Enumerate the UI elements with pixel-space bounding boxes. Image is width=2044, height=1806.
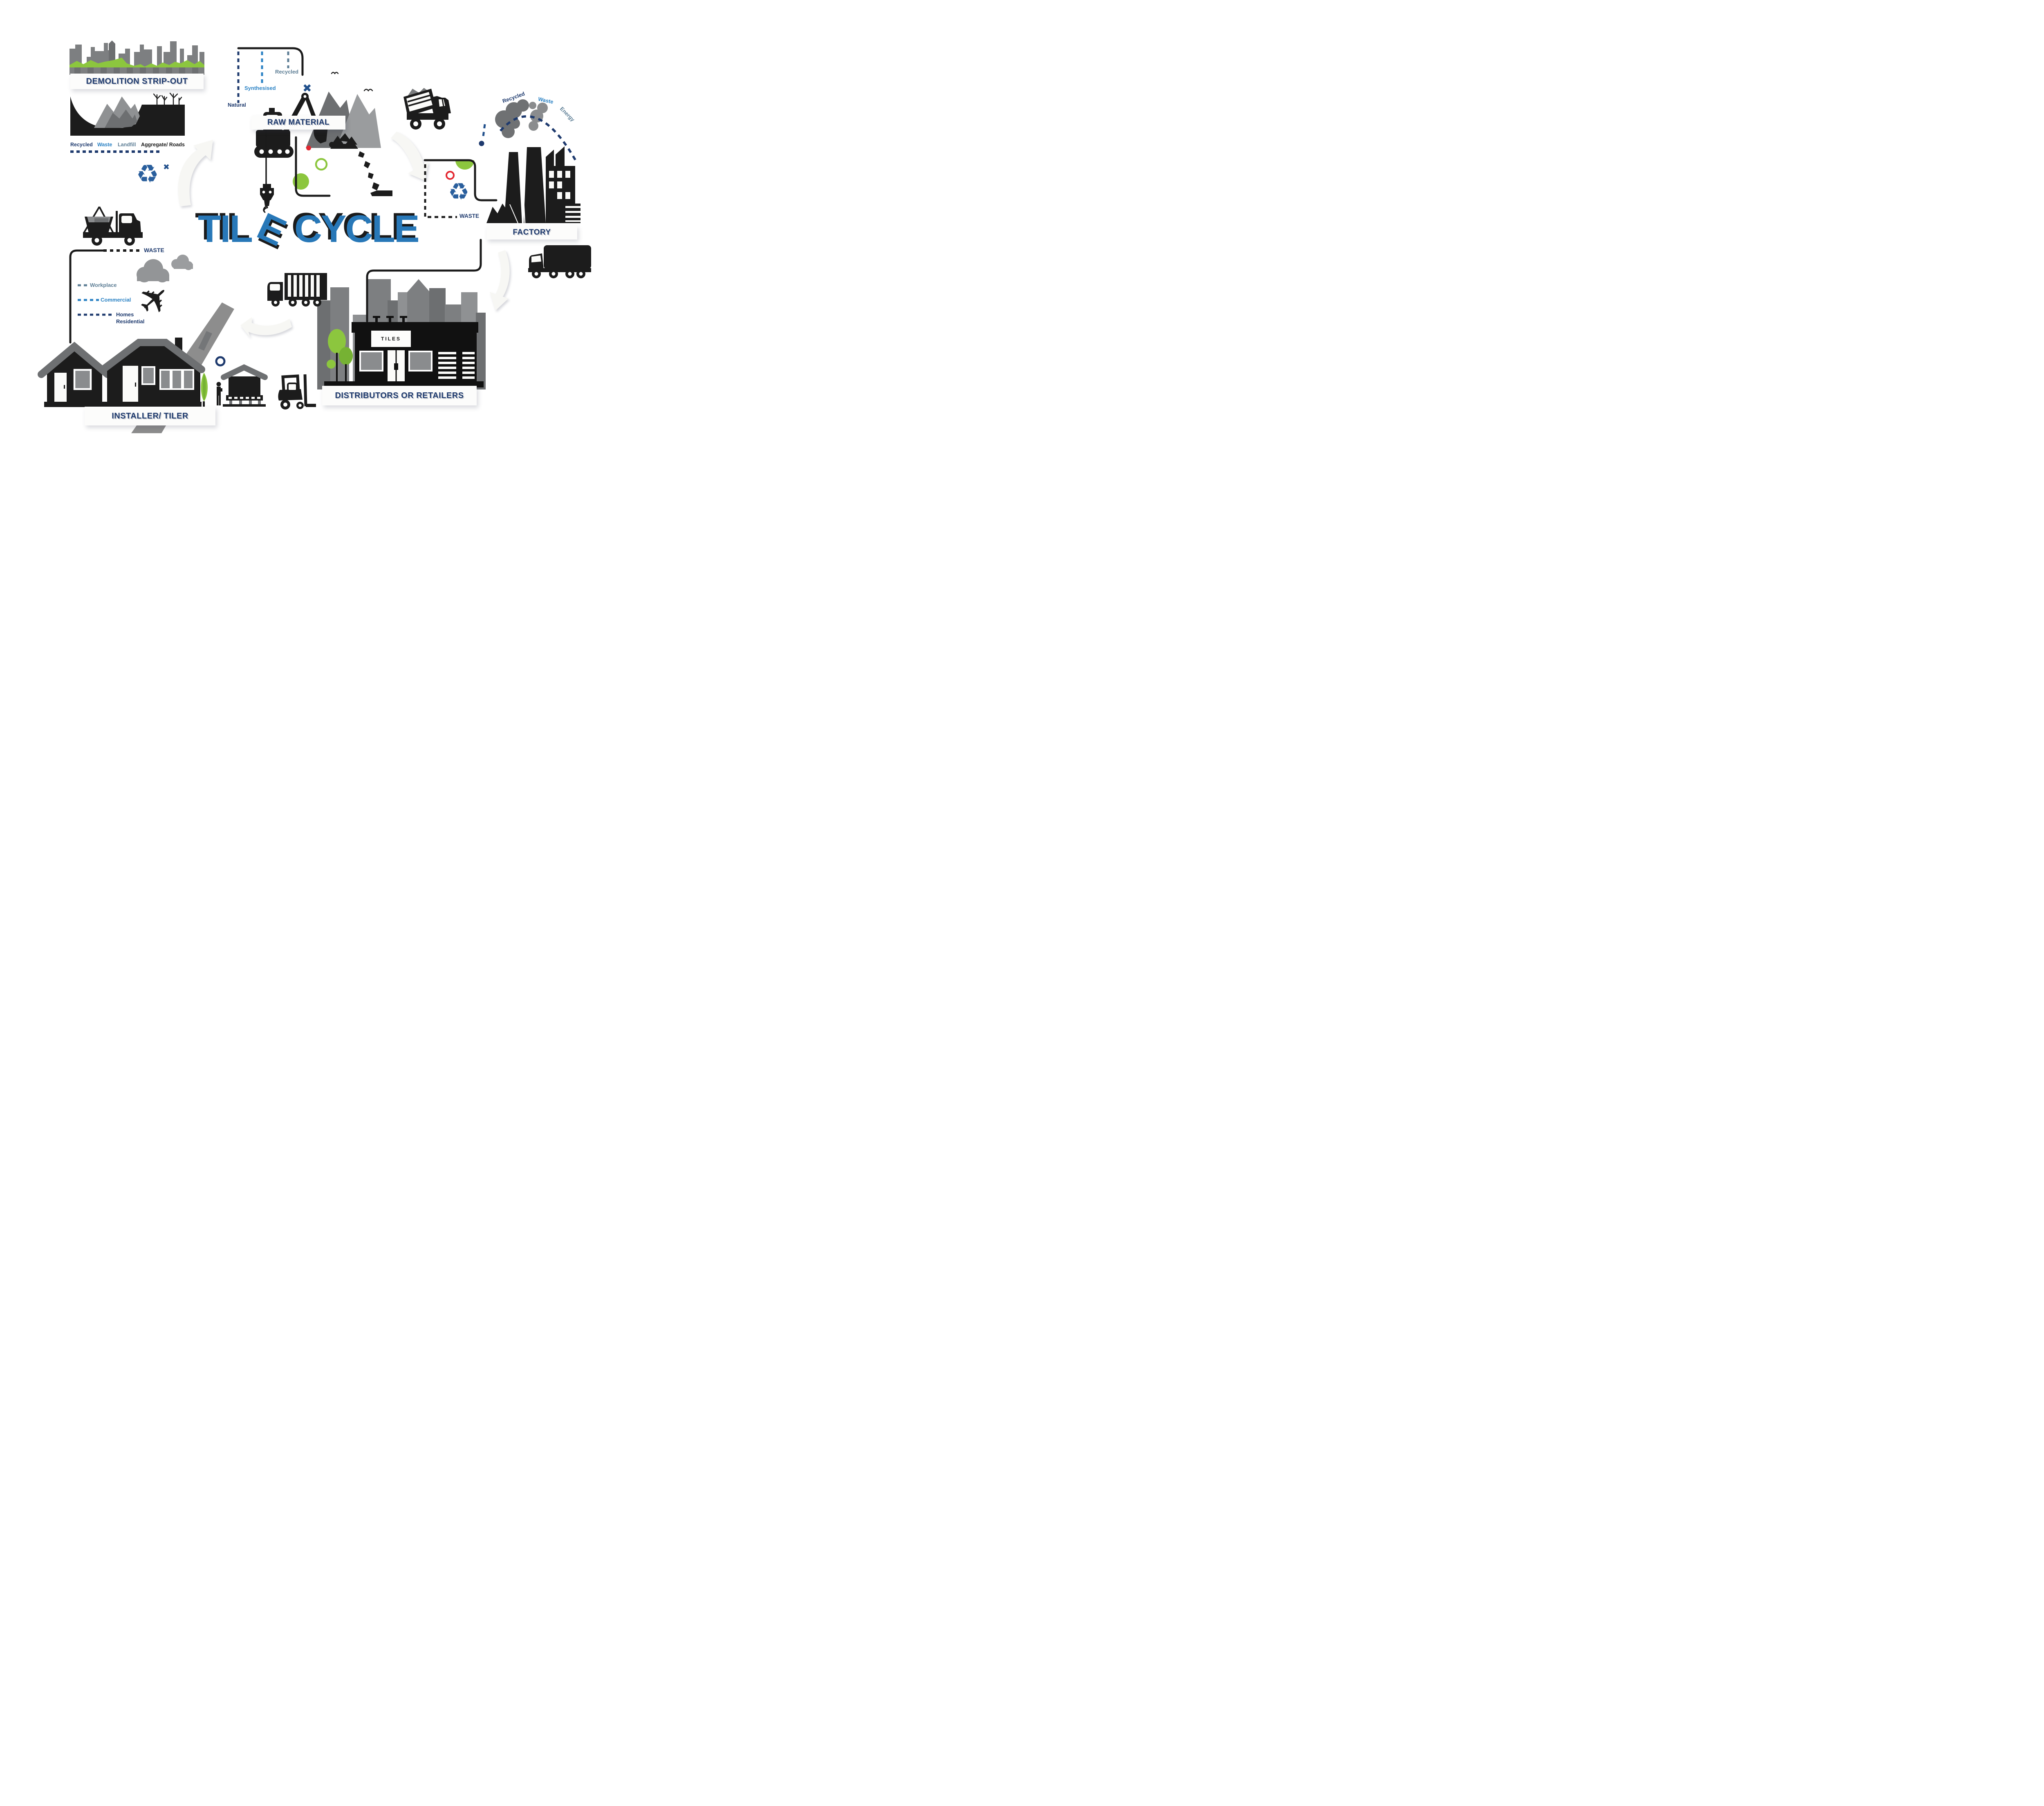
excavator-quarry-illustration (254, 72, 392, 196)
raw-material-label: RAW MATERIAL (267, 118, 330, 127)
x-icon-raw: ✖ (303, 82, 312, 94)
skip-truck-icon (83, 206, 143, 246)
semi-truck-icon (528, 245, 591, 278)
installer-label-box: INSTALLER/ TILER (85, 407, 215, 425)
demolition-tag-recycled: Recycled (70, 142, 93, 148)
demolition-label: DEMOLITION STRIP-OUT (86, 76, 188, 86)
dump-truck-icon (403, 88, 451, 130)
installer-label: INSTALLER/ TILER (112, 411, 188, 421)
tiles-sign-text: TILES (381, 336, 401, 342)
worker-icon (216, 382, 222, 405)
arrow-distributors-to-installer (240, 317, 292, 338)
recycle-icon: ♻ (136, 160, 159, 188)
arrow-truck-to-factory (391, 132, 428, 181)
arrow-demolition-to-raw (178, 140, 213, 206)
distributors-label-box: DISTRIBUTORS OR RETAILERS (322, 386, 477, 405)
installer-neighborhood-illustration (38, 255, 234, 433)
factory-illustration (486, 99, 580, 224)
installer-dest-workplace: Workplace (90, 282, 117, 288)
recycle-icon-factory: ♻ (448, 179, 469, 205)
installer-dest-commercial: Commercial (101, 297, 131, 303)
raw-stream-recycled: Recycled (275, 69, 299, 75)
forklift-icon (278, 374, 316, 410)
installer-dest-homes: Homes (116, 311, 134, 318)
factory-label: FACTORY (513, 228, 551, 237)
tile-cycle-infographic: DEMOLITION STRIP-OUT Recycled Waste Land… (0, 0, 639, 452)
title-cycle: CYCLE (294, 207, 420, 250)
distributors-label: DISTRIBUTORS OR RETAILERS (335, 391, 464, 400)
landfill-illustration (70, 92, 185, 136)
tiles-store-sign: TILES (370, 329, 412, 348)
shed-illustration (221, 364, 268, 407)
x-icon: ✖ (163, 163, 170, 172)
installer-dest-residential: Residential (116, 318, 145, 324)
raw-material-label-box: RAW MATERIAL (251, 116, 345, 130)
raw-stream-natural: Natural (228, 102, 246, 108)
demolition-tag-aggregate: Aggregate/ Roads (141, 142, 185, 148)
arrow-factory-to-distributors (490, 250, 510, 311)
demolition-label-box: DEMOLITION STRIP-OUT (70, 74, 204, 89)
factory-label-box: FACTORY (486, 226, 577, 239)
title-til: TIL (198, 207, 253, 250)
installer-waste-label: WASTE (144, 247, 164, 253)
factory-waste-label: WASTE (459, 213, 480, 219)
demolition-cityscape-illustration (69, 40, 204, 75)
crane-hook-icon (260, 184, 274, 213)
demolition-tag-landfill: Landfill (118, 142, 136, 148)
demolition-tag-waste: Waste (97, 142, 112, 148)
box-truck-icon (267, 273, 327, 307)
raw-stream-synthesised: Synthesised (244, 85, 276, 91)
title-hanging-e: E (251, 204, 293, 254)
